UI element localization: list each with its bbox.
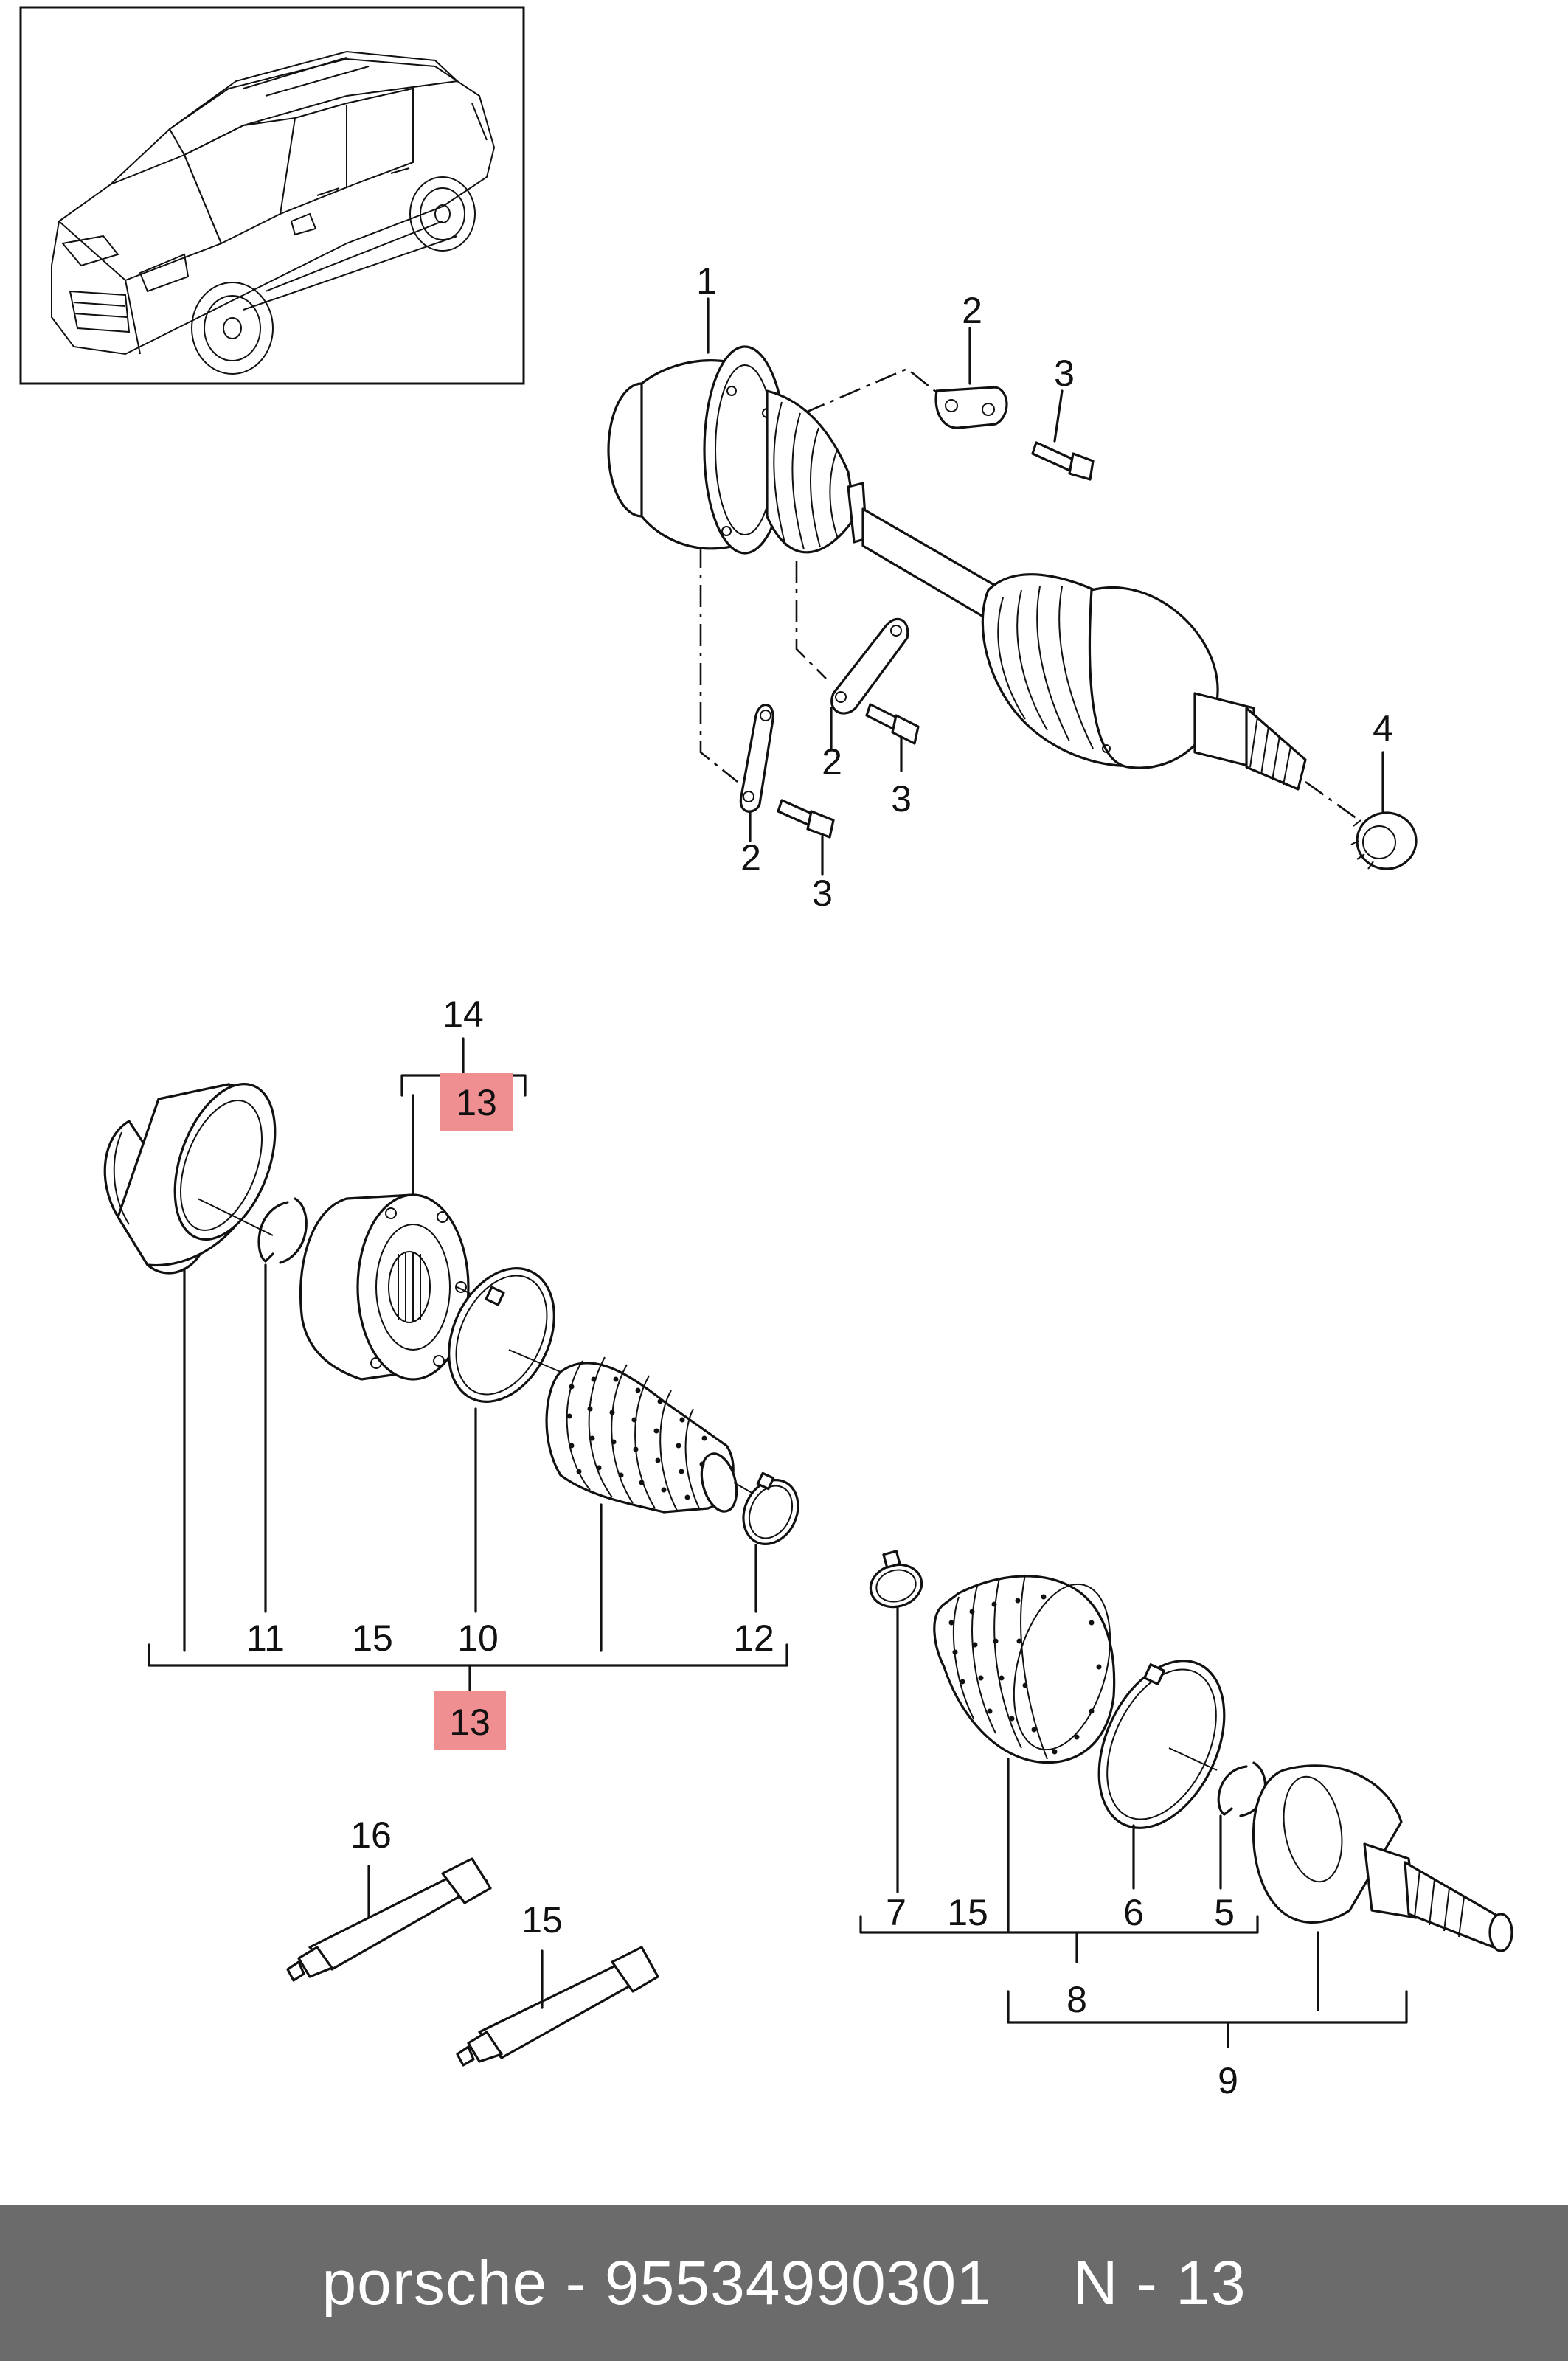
callout-13a: 13 [456,1082,497,1123]
clamp-small-inner [742,1471,799,1545]
outer-cv-joint [1252,1764,1513,1952]
callout-2a: 2 [962,290,982,331]
inner-cv-joint [299,1193,480,1381]
footer-bar: porsche - 95534990301 N - 13 [0,2205,1568,2361]
bolt-middle [865,703,920,745]
grease-tube-16: 16 [286,1814,492,1982]
callout-11: 11 [246,1618,285,1659]
clamp-large-outer [1097,1660,1226,1829]
callouts-inner-kit: 14 13 11 15 10 12 13 [148,994,788,1750]
washer-plate-lower [739,704,774,813]
callout-15c: 15 [947,1892,988,1933]
boot-inner [545,1356,760,1514]
callout-10: 10 [457,1618,499,1659]
callouts-top: 1 2 3 2 3 2 3 4 [696,260,1393,914]
callout-2c: 2 [740,837,761,878]
callout-3a: 3 [1054,353,1075,394]
callout-3c: 3 [812,873,833,914]
washer-plate-top [934,386,1008,429]
outer-joint-parts [869,1550,1513,1952]
bolt-lower [777,799,835,839]
circlip-inner [197,1197,308,1264]
callout-15a: 15 [352,1618,393,1659]
vehicle-thumbnail [19,6,525,385]
callout-2b: 2 [822,741,842,783]
callout-6: 6 [1123,1892,1144,1933]
callout-7: 7 [886,1892,906,1933]
callout-14: 14 [443,994,484,1035]
footer-position: N - 13 [1072,2248,1246,2317]
car-icon [51,50,496,375]
highlight-box-13-top [440,1073,513,1131]
callout-1: 1 [696,260,717,302]
grease-tube-15: 15 [456,1899,659,2067]
callout-15b: 15 [521,1899,563,1941]
callout-3b: 3 [891,778,912,819]
callout-8: 8 [1066,1979,1087,2020]
boot-outer [933,1574,1116,1764]
inner-joint-parts [103,1083,799,1545]
parts-diagram: 1 2 3 2 3 2 3 4 [19,6,1513,2101]
callout-5: 5 [1214,1892,1235,1933]
callout-16: 16 [350,1814,392,1856]
clamp-large-inner [448,1267,561,1403]
callouts-outer-kit: 7 15 6 5 8 9 [859,1606,1408,2101]
cover-cap [103,1083,277,1275]
callout-9: 9 [1218,2060,1238,2101]
callout-13b: 13 [449,1702,490,1743]
bolt-top [1031,441,1095,481]
footer-brand-part: porsche - 95534990301 [322,2248,992,2317]
washer-plate-middle [830,617,909,715]
callout-4: 4 [1373,708,1393,749]
highlight-box-13-bottom [434,1691,506,1750]
drive-shaft-assembly [607,345,1358,820]
callout-12: 12 [733,1618,774,1659]
collar-nut [1350,811,1418,870]
clamp-small-outer [869,1550,923,1609]
